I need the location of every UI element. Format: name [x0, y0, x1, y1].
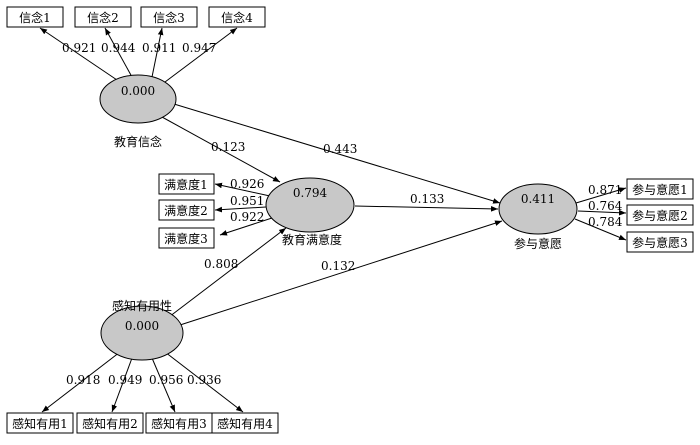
latent-satisfaction: 0.794 教育满意度	[265, 177, 355, 247]
indicator-box: 感知有用1	[6, 412, 74, 434]
path-usefulness-to-satisfaction: 0.808	[204, 257, 238, 271]
loading-intention-3: 0.784	[588, 215, 623, 229]
loading-belief-1: 0.921	[62, 41, 96, 55]
arrow-usefulness-to-satisfaction	[164, 227, 287, 321]
latent-satisfaction-label: 教育满意度	[282, 232, 342, 247]
loading-belief-3: 0.911	[142, 41, 176, 55]
arrow-belief-1	[39, 27, 121, 83]
latent-usefulness-r2: 0.000	[125, 319, 159, 333]
loading-satisfaction-2: 0.951	[230, 194, 264, 208]
indicator-boxes-intention: 参与意愿1 参与意愿2 参与意愿3	[626, 178, 694, 253]
loading-belief-2: 0.944	[101, 41, 136, 55]
indicator-label: 满意度3	[164, 231, 208, 246]
arrow-intention-1	[575, 187, 627, 204]
indicator-label: 信念3	[153, 10, 185, 25]
indicator-boxes-belief: 信念1 信念2 信念3 信念4	[6, 6, 266, 28]
path-coefficients: 0.123 0.443 0.133 0.808 0.132	[204, 140, 444, 273]
arrow-usefulness-to-intention	[179, 220, 503, 326]
latent-belief-label: 教育信念	[114, 134, 162, 149]
path-belief-to-satisfaction: 0.123	[211, 140, 245, 154]
arrow-satisfaction-2	[214, 206, 267, 213]
indicator-box: 参与意愿1	[626, 178, 694, 200]
loading-arrows	[39, 27, 627, 413]
arrow-intention-2	[577, 209, 627, 216]
loading-coefficients: 0.921 0.944 0.911 0.947 0.926 0.951 0.92…	[62, 41, 623, 387]
indicator-label: 满意度1	[164, 177, 208, 192]
latent-intention-label: 参与意愿	[514, 236, 562, 251]
indicator-box: 满意度2	[158, 199, 215, 221]
indicator-label: 感知有用2	[82, 416, 138, 431]
indicator-box: 满意度3	[158, 227, 215, 249]
arrow-belief-to-satisfaction	[161, 116, 281, 183]
arrow-belief-3	[151, 27, 164, 78]
latent-intention: 0.411 参与意愿	[498, 183, 578, 251]
indicator-label: 信念4	[221, 10, 253, 25]
path-usefulness-to-intention: 0.132	[321, 259, 355, 273]
indicator-label: 参与意愿2	[632, 208, 688, 223]
arrow-usefulness-4	[164, 351, 244, 413]
loading-intention-1: 0.871	[588, 183, 622, 197]
indicator-box: 信念1	[6, 6, 64, 28]
arrow-usefulness-2	[111, 357, 133, 413]
latent-intention-r2: 0.411	[521, 192, 555, 206]
indicator-box: 感知有用2	[76, 412, 144, 434]
loading-usefulness-1: 0.918	[66, 373, 100, 387]
loading-satisfaction-3: 0.922	[230, 210, 264, 224]
latent-belief: 0.000 教育信念	[99, 74, 177, 149]
arrow-satisfaction-3	[219, 217, 273, 236]
latent-satisfaction-r2: 0.794	[293, 186, 328, 200]
arrow-satisfaction-1	[214, 182, 271, 197]
indicator-box: 信念2	[74, 6, 132, 28]
latent-belief-r2: 0.000	[121, 84, 155, 98]
structural-arrows	[161, 103, 503, 326]
indicator-label: 感知有用1	[12, 416, 68, 431]
indicator-boxes-usefulness: 感知有用1 感知有用2 感知有用3 感知有用4	[6, 412, 279, 434]
indicator-box: 感知有用4	[211, 412, 279, 434]
indicator-box: 满意度1	[158, 173, 215, 195]
arrow-belief-to-intention	[173, 103, 501, 204]
arrow-usefulness-3	[151, 357, 176, 413]
arrow-belief-4	[164, 27, 238, 83]
loading-usefulness-3: 0.956	[149, 373, 183, 387]
arrow-belief-2	[104, 27, 133, 78]
indicator-label: 感知有用4	[217, 416, 273, 431]
indicator-box: 参与意愿3	[626, 231, 694, 253]
loading-belief-4: 0.947	[182, 41, 216, 55]
loading-usefulness-2: 0.949	[108, 373, 142, 387]
loading-satisfaction-1: 0.926	[230, 177, 264, 191]
latent-usefulness-label: 感知有用性	[112, 298, 172, 313]
indicator-box: 信念4	[208, 6, 266, 28]
latent-usefulness: 感知有用性 0.000	[100, 298, 184, 361]
indicator-label: 感知有用3	[151, 416, 207, 431]
indicator-boxes-satisfaction: 满意度1 满意度2 满意度3	[158, 173, 215, 249]
loading-usefulness-4: 0.936	[187, 373, 221, 387]
indicator-box: 感知有用3	[145, 412, 213, 434]
path-belief-to-intention: 0.443	[323, 142, 357, 156]
indicator-label: 参与意愿1	[632, 182, 688, 197]
loading-intention-2: 0.764	[588, 199, 623, 213]
arrow-usefulness-1	[41, 351, 121, 413]
indicator-label: 信念2	[87, 10, 119, 25]
arrow-intention-3	[574, 218, 627, 241]
indicator-label: 满意度2	[164, 203, 208, 218]
indicator-label: 信念1	[19, 10, 51, 25]
path-satisfaction-to-intention: 0.133	[410, 192, 444, 206]
arrow-satisfaction-to-intention	[354, 205, 499, 212]
indicator-label: 参与意愿3	[632, 235, 688, 250]
indicator-box: 参与意愿2	[626, 204, 694, 226]
indicator-box: 信念3	[140, 6, 198, 28]
